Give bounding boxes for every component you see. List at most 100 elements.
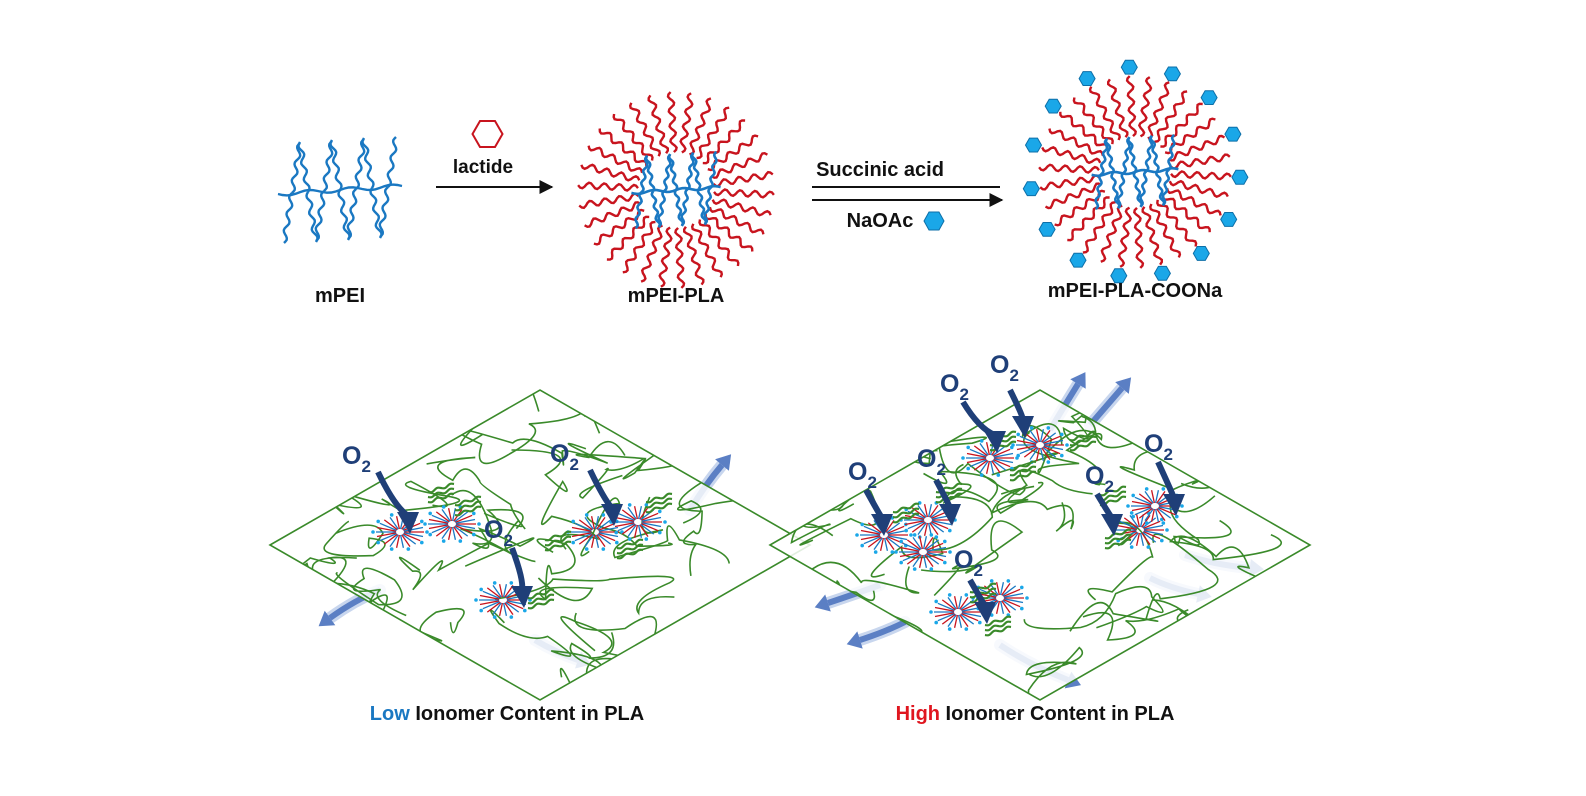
particle-arm — [617, 512, 635, 521]
branch-chain — [1161, 168, 1171, 206]
particle-arm — [934, 612, 955, 618]
coona-end-group — [1163, 66, 1181, 82]
oxygen-subscript: 2 — [1104, 477, 1113, 496]
particle-arm — [922, 554, 928, 568]
polymer-chain — [701, 400, 810, 448]
pla-arm — [702, 119, 746, 165]
particle-arm — [621, 523, 636, 535]
particle-arm — [482, 601, 500, 610]
particle-arm — [1029, 430, 1039, 443]
crystallite-lamella — [544, 535, 572, 547]
particle-arm — [376, 532, 397, 538]
crystallite-lamella — [984, 615, 1012, 627]
particle-arm — [957, 614, 963, 628]
polymer-chain — [921, 520, 1024, 597]
branch-chain — [1139, 170, 1148, 208]
particle-arm — [479, 600, 500, 606]
mpei-pla-coona-molecule — [1022, 59, 1249, 284]
particle-end-group — [1006, 579, 1011, 583]
particle-arm — [995, 600, 1001, 614]
particle-end-group — [943, 539, 947, 544]
particle-arm — [379, 522, 397, 531]
pla-arm — [1165, 187, 1222, 216]
crystallite-lamella — [1104, 533, 1132, 545]
crystallite-lamella — [1099, 485, 1127, 497]
low-caption-rest: Ionomer Content in PLA — [410, 703, 644, 725]
particle-arm — [1039, 429, 1045, 443]
particle-arm — [925, 553, 940, 565]
crystallite-lamella — [616, 543, 644, 555]
particle-arm — [1035, 447, 1041, 461]
particle-arm — [614, 522, 635, 528]
particle-arm — [1029, 447, 1039, 460]
branch-chain — [1154, 170, 1166, 207]
particle-end-group — [658, 509, 662, 514]
pla-arm — [1168, 179, 1229, 199]
particle-end-group — [1060, 432, 1064, 437]
crystallite-lamella — [1099, 490, 1127, 502]
particle-end-group — [934, 599, 938, 604]
pla-arm — [1100, 204, 1123, 263]
particle-end-group — [989, 579, 994, 583]
particle-end-group — [428, 532, 433, 537]
pla-arm — [612, 113, 654, 161]
pla-arm — [1154, 90, 1188, 143]
particle-arm — [959, 614, 969, 627]
particle-arm — [973, 445, 988, 457]
particle-end-group — [479, 608, 484, 613]
particle-arm — [492, 585, 502, 598]
particle-end-group — [420, 519, 424, 524]
particle-arm — [428, 518, 449, 524]
branch-chain — [686, 152, 695, 191]
crystallite-lamella — [969, 587, 997, 599]
particle-end-group — [964, 593, 969, 597]
crystallite-lamella — [892, 507, 920, 519]
particle-arm — [979, 443, 989, 456]
pla-arm — [683, 226, 705, 286]
particle-arm — [929, 522, 939, 535]
oxygen-arrow-head — [1101, 514, 1123, 536]
particle-arm — [1158, 507, 1176, 516]
particle-arm — [934, 606, 955, 612]
pla-arm — [1168, 134, 1226, 162]
oxygen-arrow-head — [984, 431, 1006, 453]
particle-end-group — [894, 550, 898, 554]
particle-end-group — [376, 540, 381, 545]
mpei-label: mPEI — [315, 285, 365, 307]
polymer-chain — [1069, 533, 1219, 632]
particle-end-group — [1025, 596, 1029, 600]
particle-arm — [641, 516, 662, 522]
particle-end-group — [428, 511, 433, 516]
pla-arm — [1039, 174, 1101, 191]
crystallite-lamella — [645, 497, 673, 509]
crystallite-lamella — [989, 440, 1017, 452]
branch-chain — [1144, 135, 1154, 173]
polymer-chain — [636, 660, 765, 700]
particle-end-group — [1016, 432, 1020, 437]
particle-arm — [428, 524, 449, 530]
particle-arm — [505, 601, 520, 613]
pla-arm — [580, 163, 641, 182]
particle-arm — [1134, 507, 1152, 516]
particle-arm — [930, 507, 945, 519]
branch-chain — [369, 187, 383, 239]
branch-chain — [322, 140, 334, 192]
particle-arm — [399, 534, 405, 548]
mpei-pla-label: mPEI-PLA — [628, 285, 725, 307]
particle-end-group — [1020, 606, 1024, 611]
particle-end-group — [899, 560, 903, 565]
particle-end-group — [615, 540, 619, 545]
branch-chain — [1094, 173, 1103, 211]
particle-arm — [578, 519, 593, 531]
particle-end-group — [406, 547, 411, 551]
particle-arm — [447, 508, 453, 522]
crystallite-lamella — [527, 593, 555, 605]
particle-arm — [1041, 447, 1051, 460]
branch-chain — [690, 151, 702, 190]
particle-arm — [1157, 507, 1172, 519]
particle-arm — [929, 505, 939, 518]
particle-arm — [441, 526, 451, 539]
particle-arm — [1141, 532, 1151, 545]
pla-arm — [690, 223, 724, 278]
branch-chain — [378, 186, 390, 238]
